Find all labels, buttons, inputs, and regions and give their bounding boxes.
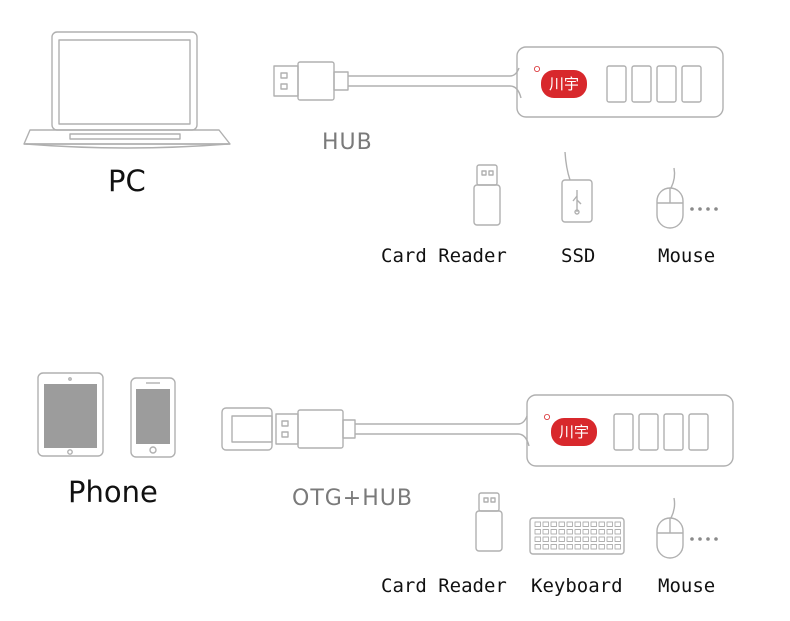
connection-label-hub: HUB bbox=[322, 130, 373, 155]
device-label-mouse: Mouse bbox=[658, 245, 716, 267]
usb-stick-icon bbox=[473, 164, 501, 226]
keyboard-key bbox=[558, 544, 565, 550]
keyboard-key bbox=[534, 544, 541, 550]
keyboard-key bbox=[606, 521, 613, 527]
keyboard-key bbox=[606, 544, 613, 550]
device-label-card-reader: Card Reader bbox=[381, 245, 507, 267]
keyboard-key bbox=[614, 521, 621, 527]
host-label-phone: Phone bbox=[68, 475, 158, 509]
keyboard-key bbox=[550, 529, 557, 535]
hub-cable bbox=[348, 67, 522, 99]
keyboard-key bbox=[614, 544, 621, 550]
usb-hub-icon bbox=[526, 394, 734, 467]
keyboard-key bbox=[574, 521, 581, 527]
keyboard-key bbox=[566, 521, 573, 527]
keyboard-key bbox=[574, 529, 581, 535]
keyboard-key bbox=[590, 521, 597, 527]
keyboard-key bbox=[590, 529, 597, 535]
keyboard-key bbox=[606, 536, 613, 542]
keyboard-key bbox=[550, 536, 557, 542]
ssd-icon bbox=[561, 151, 593, 223]
keyboard-key bbox=[582, 521, 589, 527]
keyboard-key bbox=[582, 536, 589, 542]
keyboard-key bbox=[542, 536, 549, 542]
keyboard-key bbox=[574, 544, 581, 550]
mouse-icon bbox=[656, 497, 684, 559]
keyboard-key bbox=[534, 536, 541, 542]
keyboard-key bbox=[582, 544, 589, 550]
keyboard-key bbox=[590, 544, 597, 550]
keyboard-key bbox=[614, 529, 621, 535]
hub-logo-text: 川宇 bbox=[549, 75, 579, 93]
keyboard-key bbox=[598, 521, 605, 527]
keyboard-key bbox=[566, 544, 573, 550]
keyboard-key bbox=[566, 536, 573, 542]
usb-plug-icon bbox=[275, 409, 356, 449]
more-dots-icon bbox=[690, 537, 718, 541]
hub-logo: 川宇 bbox=[534, 66, 587, 98]
tablet-icon bbox=[37, 372, 104, 457]
hub-logo-text: 川宇 bbox=[559, 423, 589, 441]
device-label-mouse: Mouse bbox=[658, 575, 716, 597]
more-dots-icon bbox=[690, 207, 718, 211]
keyboard-key bbox=[598, 544, 605, 550]
keyboard-key bbox=[566, 529, 573, 535]
keyboard-key bbox=[534, 521, 541, 527]
hub-cable bbox=[355, 415, 530, 447]
device-label-card-reader: Card Reader bbox=[381, 575, 507, 597]
otg-adapter-icon bbox=[221, 407, 273, 451]
keyboard-key bbox=[550, 544, 557, 550]
keyboard-key bbox=[558, 536, 565, 542]
host-label-pc: PC bbox=[108, 164, 146, 198]
keyboard-key bbox=[598, 529, 605, 535]
keyboard-key bbox=[574, 536, 581, 542]
keyboard-key bbox=[558, 521, 565, 527]
smartphone-icon bbox=[130, 377, 176, 458]
keyboard-key bbox=[606, 529, 613, 535]
keyboard-key bbox=[550, 521, 557, 527]
keyboard-key bbox=[542, 544, 549, 550]
connection-label-otg-hub: OTG+HUB bbox=[292, 486, 413, 511]
keyboard-icon bbox=[529, 517, 625, 555]
keyboard-key bbox=[558, 529, 565, 535]
device-label-keyboard: Keyboard bbox=[531, 575, 623, 597]
laptop-icon bbox=[23, 31, 231, 149]
keyboard-key bbox=[582, 529, 589, 535]
keyboard-key bbox=[590, 536, 597, 542]
hub-logo: 川宇 bbox=[544, 413, 597, 446]
keyboard-key bbox=[542, 529, 549, 535]
usb-hub-icon bbox=[516, 46, 724, 118]
device-label-ssd: SSD bbox=[561, 245, 596, 267]
usb-stick-icon bbox=[475, 492, 503, 552]
keyboard-key bbox=[598, 536, 605, 542]
keyboard-key bbox=[542, 521, 549, 527]
keyboard-key bbox=[534, 529, 541, 535]
usb-plug-icon bbox=[273, 61, 349, 101]
mouse-icon bbox=[656, 167, 684, 229]
keyboard-key bbox=[614, 536, 621, 542]
